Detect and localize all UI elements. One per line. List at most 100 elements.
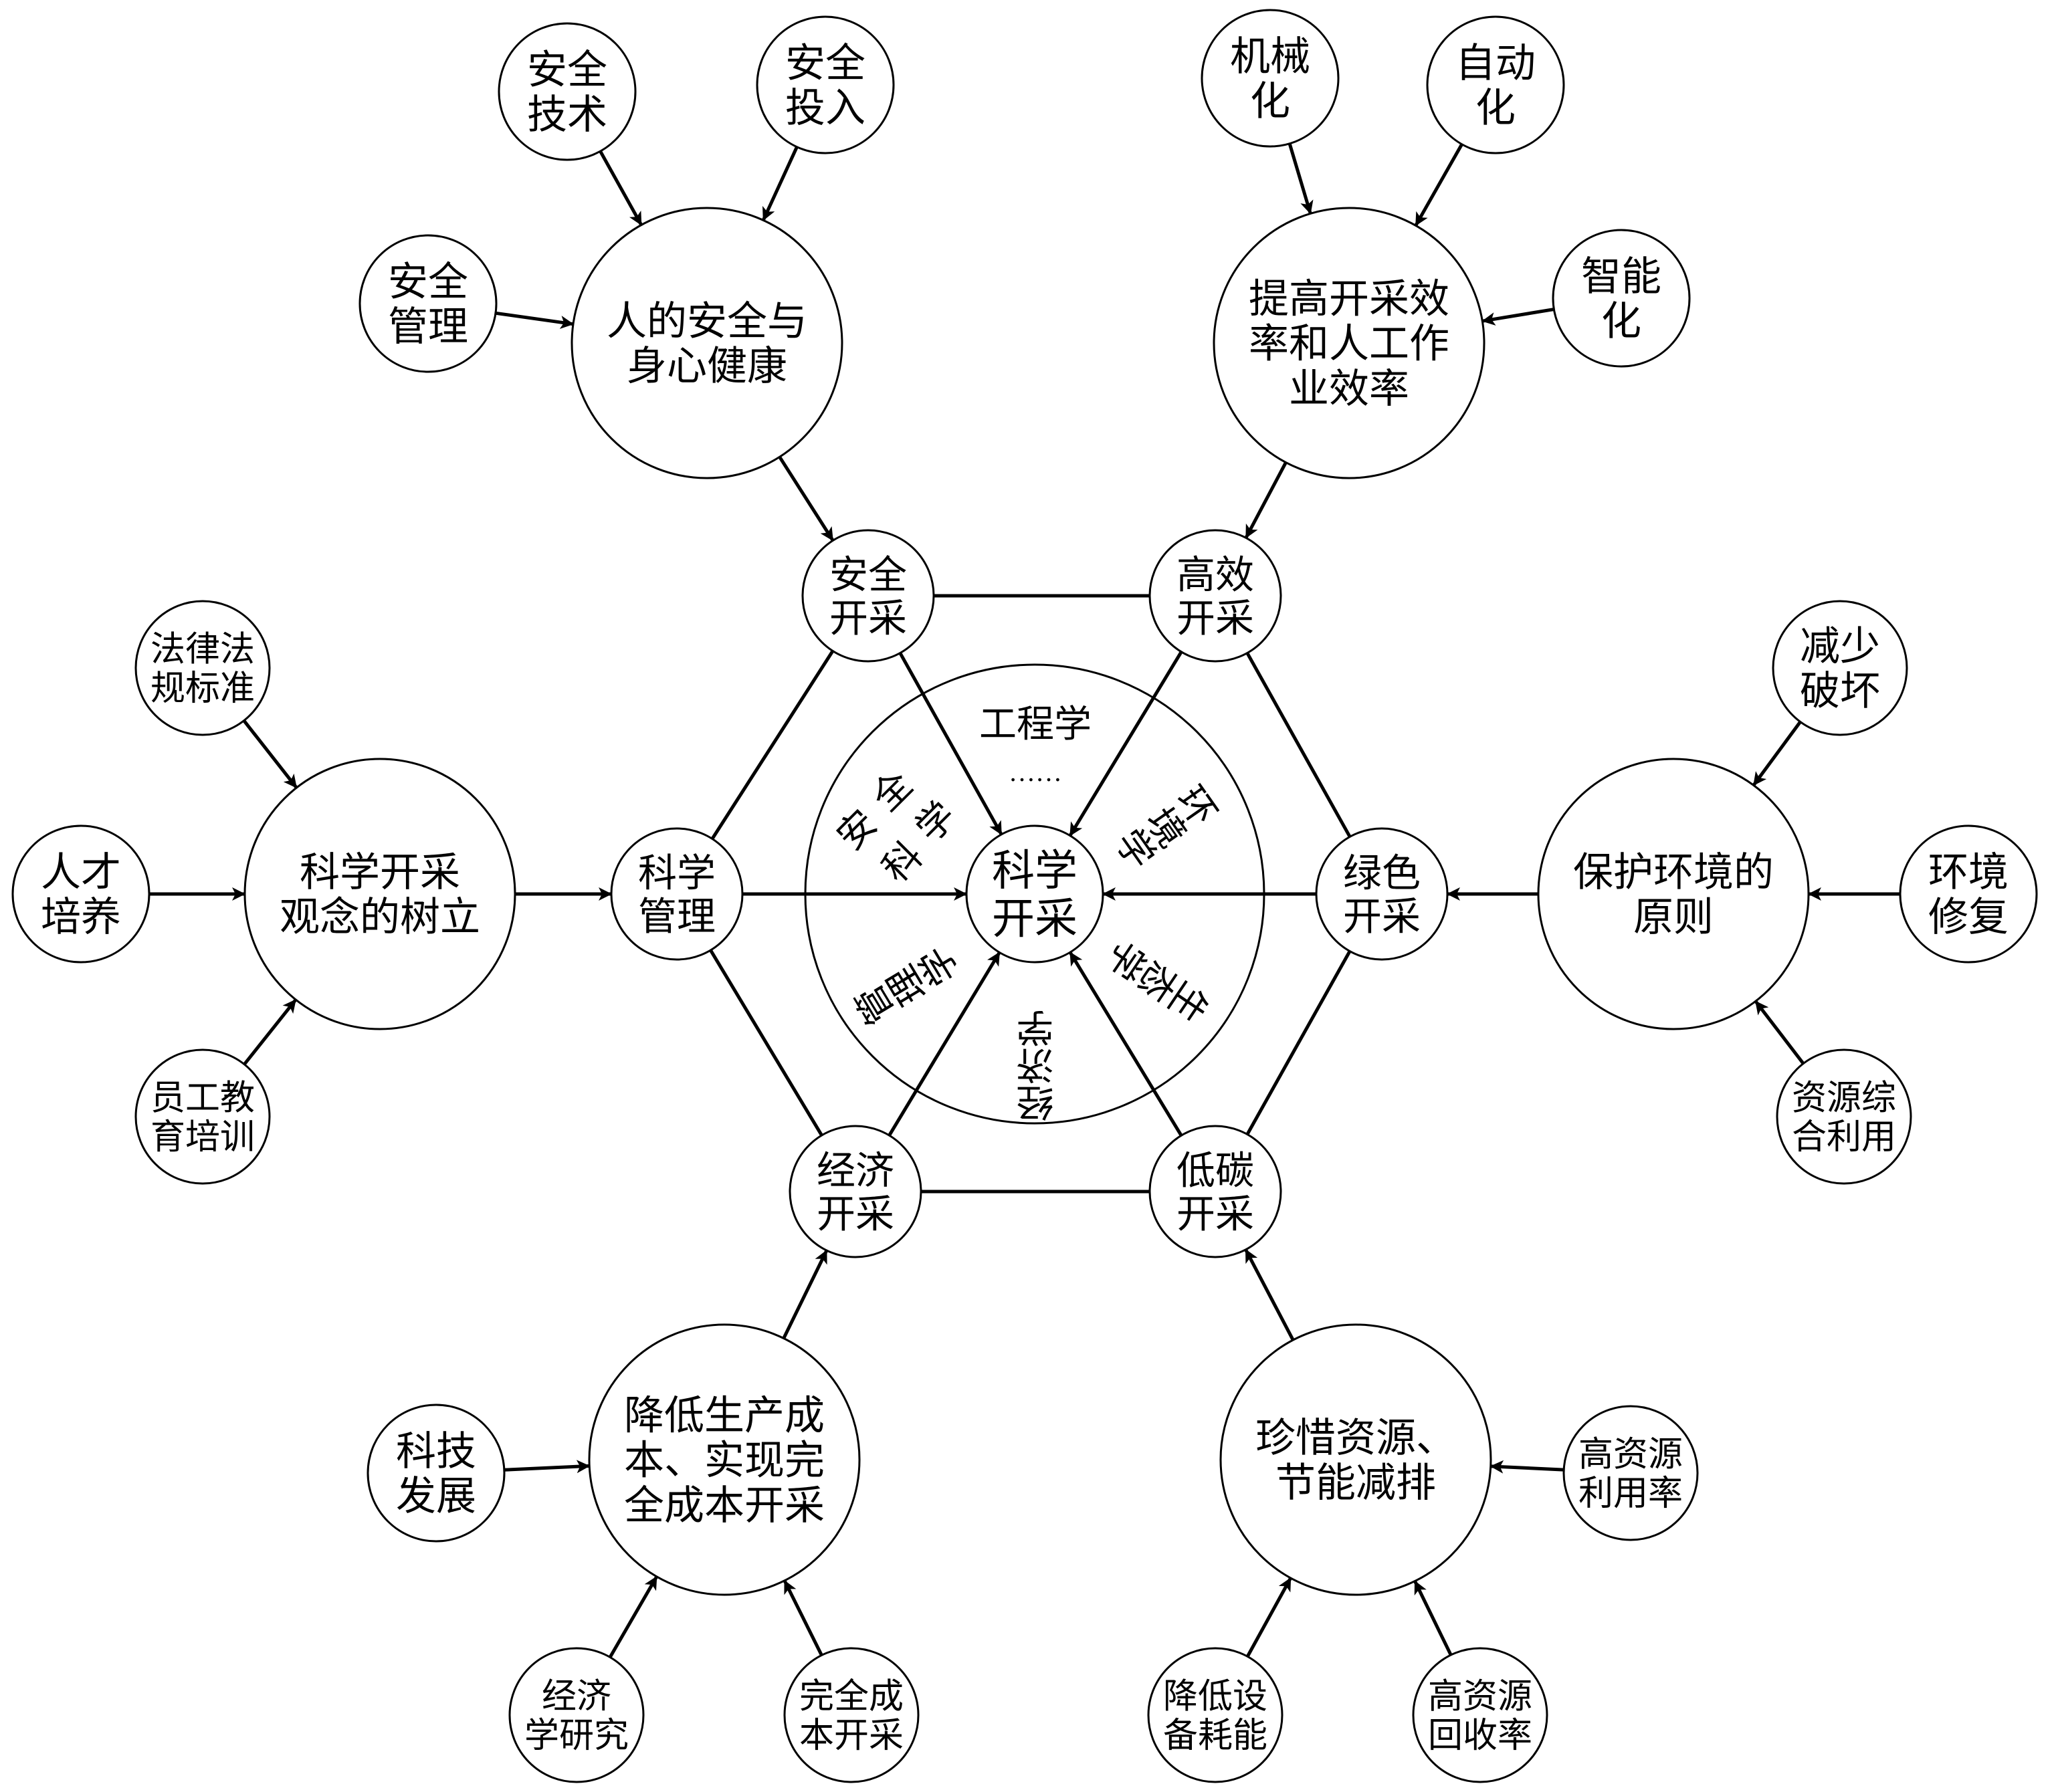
node-label-line: 本开采: [799, 1717, 904, 1755]
node-label-line: 投入: [785, 86, 865, 130]
node-circle: [358, 234, 498, 373]
node-label-line: 回收率: [1428, 1717, 1532, 1755]
node-label-line: 降低生产成: [624, 1393, 825, 1438]
node-circle: [498, 22, 637, 161]
node-label-line: 化: [1250, 80, 1290, 124]
label-economics: 经济学: [1017, 1010, 1059, 1122]
node-label-line: 科学开采: [300, 851, 460, 895]
node-circle: [1213, 207, 1485, 479]
node-label-line: 智能: [1581, 255, 1661, 299]
arrow-reduce_damage-to-environment: [1752, 721, 1802, 786]
arrow-safety_invest-to-health: [761, 146, 799, 221]
arrow-recovery-to-resources: [1413, 1580, 1453, 1656]
node-label-line: 培养: [41, 895, 121, 939]
arrow-cost-to-economic: [782, 1249, 829, 1339]
node-circle: [1552, 229, 1691, 368]
hexagon-edge-efficient-green: [1245, 652, 1352, 838]
node-circle: [367, 1404, 506, 1543]
arrow-full_cost-to-cost: [783, 1579, 823, 1656]
node-label-line: 开采: [1343, 895, 1421, 938]
node-label-line: 人的安全与: [607, 300, 807, 344]
node-label-line: 开采: [1176, 1192, 1254, 1236]
node-label-line: 安全: [829, 553, 907, 596]
node-label-line: 安全: [785, 41, 865, 86]
node-label-line: 提高开采效: [1249, 277, 1449, 321]
node-label-line: 低碳: [1176, 1149, 1254, 1192]
arrow-safety_tech-to-health: [599, 150, 643, 226]
label-safety-science-line1: 安: [829, 802, 885, 858]
node-circle: [1148, 1125, 1282, 1258]
node-label-line: 高效: [1176, 553, 1254, 596]
node-label-line: 节能减排: [1275, 1461, 1436, 1505]
node-circle: [588, 1323, 861, 1596]
arrow-lowcarbon-to-center: [1068, 951, 1183, 1137]
node-label-line: 科技: [396, 1430, 476, 1474]
node-mechanization: 机械化: [1201, 9, 1340, 148]
node-label-line: 员工教: [150, 1080, 255, 1118]
label-engineering: 工程学: [979, 704, 1092, 746]
node-circle: [11, 824, 150, 964]
node-label-line: 开采: [817, 1192, 894, 1236]
node-label-line: 化: [1475, 86, 1516, 130]
node-center: 科学开采: [965, 824, 1104, 964]
node-label-line: 开采: [829, 596, 907, 640]
node-circle: [508, 1647, 645, 1783]
node-label-line: 观念的树立: [280, 895, 480, 939]
node-label-line: 管理: [638, 895, 716, 938]
label-environment-science: 环境学: [1107, 774, 1223, 873]
node-label-line: 开采: [992, 895, 1077, 943]
arrow-economic-to-center: [888, 951, 1001, 1137]
node-label-line: 珍惜资源、: [1255, 1416, 1456, 1460]
node-circle: [1537, 758, 1810, 1030]
node-circle: [571, 207, 843, 479]
node-label-line: 高资源: [1578, 1436, 1683, 1474]
arrow-mechanization-to-efficiency: [1288, 143, 1314, 215]
arrow-intelligence-to-efficiency: [1481, 308, 1554, 326]
node-label-line: 科学: [638, 851, 716, 895]
node-circle: [1772, 600, 1908, 736]
arrow-technology-to-cost: [504, 1460, 591, 1474]
arrow-safety_mgmt-to-health: [495, 311, 574, 329]
node-circle: [1148, 529, 1282, 663]
node-circle: [783, 1647, 920, 1783]
disciplines-ring: [804, 663, 1265, 1125]
node-resources: 珍惜资源、节能减排: [1219, 1323, 1492, 1596]
hexagon-edge-green-lowcarbon: [1245, 950, 1352, 1135]
node-circle: [789, 1125, 922, 1258]
node-circle: [1147, 1647, 1283, 1783]
node-circle: [1412, 1647, 1548, 1783]
node-label-line: 经济: [817, 1149, 894, 1192]
arrow-utilization-to-resources: [1490, 1460, 1564, 1474]
node-circle: [134, 1048, 271, 1185]
label-safety-science-line2: 学: [908, 794, 964, 850]
node-circle: [801, 529, 935, 663]
node-label-line: 合利用: [1792, 1119, 1896, 1157]
node-circle: [1315, 827, 1449, 961]
node-label-line: 身心健康: [627, 344, 787, 388]
node-circle: [1562, 1405, 1699, 1541]
node-circle: [756, 15, 895, 154]
node-label-line: 减少: [1800, 625, 1880, 669]
arrow-comprehensive-to-environment: [1754, 1000, 1805, 1065]
node-label-line: 开采: [1176, 596, 1254, 640]
node-label-line: 自动: [1455, 41, 1536, 86]
node-label-line: 保护环境的: [1573, 851, 1774, 895]
label-ecology: 生态学: [1102, 930, 1219, 1027]
node-label-line: 管理: [388, 305, 468, 349]
label-safety-science-line1: 全: [865, 764, 920, 819]
node-circle: [610, 827, 744, 961]
